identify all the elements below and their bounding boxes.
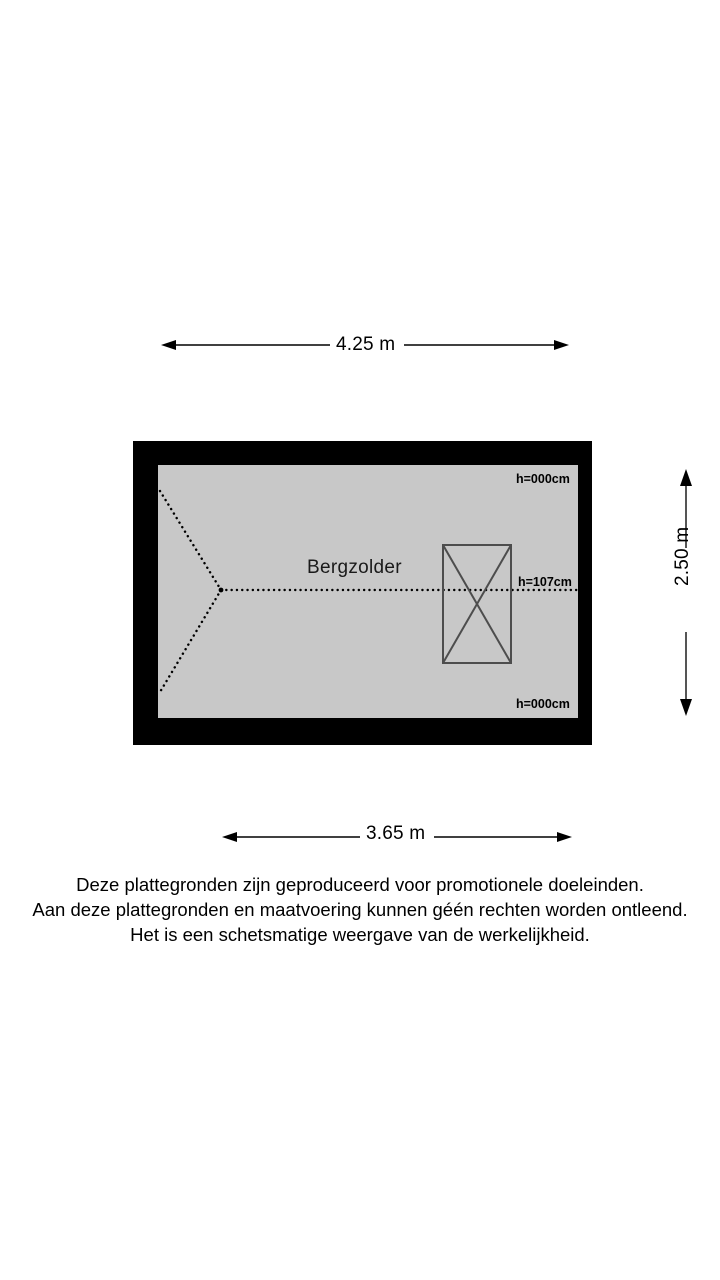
arrowhead-top-right-dim (680, 469, 692, 486)
arrowhead-left-bottom (222, 832, 237, 842)
arrowhead-left-top (161, 340, 176, 350)
ceiling-height-note-top-right: h=000cm (516, 472, 570, 486)
arrowhead-bottom-right-dim (680, 699, 692, 716)
roof-slope-lines (158, 489, 580, 694)
arrowhead-right-bottom (557, 832, 572, 842)
roof-ridge-vertex (218, 587, 224, 593)
disclaimer-line-3: Het is een schetsmatige weergave van de … (130, 924, 590, 945)
dimension-line-bottom (222, 832, 572, 842)
skylight-symbol (442, 544, 512, 664)
dimension-line-right (680, 469, 692, 716)
dimension-label-bottom: 3.65 m (366, 823, 426, 844)
dimension-label-top: 4.25 m (336, 334, 396, 355)
dimension-line-top (161, 340, 569, 350)
disclaimer-line-1: Deze plattegronden zijn geproduceerd voo… (76, 874, 644, 895)
dimension-label-right: 2.50 m (672, 526, 693, 586)
disclaimer-text: Deze plattegronden zijn geproduceerd voo… (0, 872, 720, 947)
ceiling-height-note-bottom-right: h=000cm (516, 697, 570, 711)
room-label-bergzolder: Bergzolder (307, 557, 402, 578)
room-floor-area (158, 465, 578, 718)
ceiling-height-note-middle-right: h=107cm (518, 575, 572, 589)
arrowhead-right-top (554, 340, 569, 350)
disclaimer-line-2: Aan deze plattegronden en maatvoering ku… (32, 899, 688, 920)
